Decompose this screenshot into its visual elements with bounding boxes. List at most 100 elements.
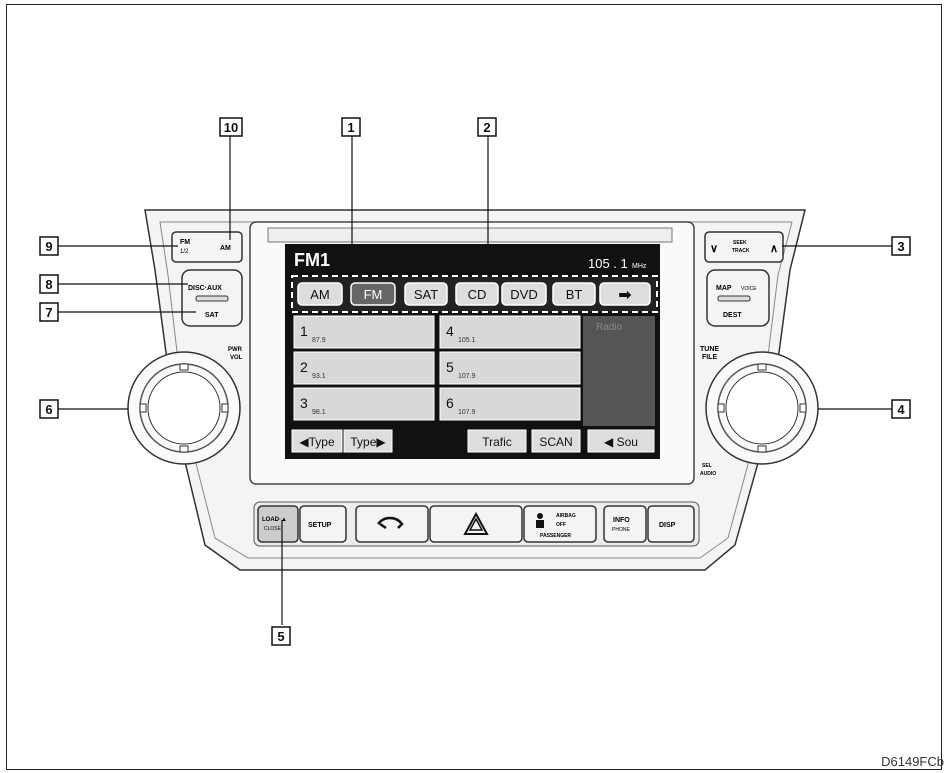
callout-10 (219, 117, 243, 137)
preset-number: 1 (300, 323, 308, 339)
tab-am[interactable] (297, 282, 343, 306)
callout-label: 9 (45, 239, 52, 254)
next-page-button[interactable] (599, 282, 651, 306)
screen-button-label: SCAN (539, 435, 572, 449)
phone-label: PHONE (612, 527, 630, 533)
voice-label: VOICE (741, 286, 757, 292)
track-label: TRACK (732, 248, 750, 254)
callout-1 (341, 117, 361, 137)
tab-dvd-label: DVD (510, 287, 537, 302)
close-label: CLOSE (264, 526, 282, 532)
callout-label: 8 (45, 277, 52, 292)
am-label: AM (220, 245, 231, 252)
file-label: FILE (702, 354, 717, 361)
figure-code: D6149FCb (881, 754, 944, 769)
map-label: MAP (716, 285, 732, 292)
tab-am-label: AM (310, 287, 330, 302)
sel-label: SEL (702, 463, 712, 469)
preset-frequency: 98.1 (312, 409, 326, 416)
dest-label: DEST (723, 312, 742, 319)
callout-7 (39, 302, 59, 322)
disp-button[interactable] (647, 505, 695, 543)
passenger-label: PASSENGER (540, 533, 571, 539)
screen-button-label: ◀Type (299, 435, 335, 449)
preset-button-5[interactable] (439, 351, 581, 385)
preset-number: 2 (300, 359, 308, 375)
hazard-button[interactable] (429, 505, 523, 543)
preset-number: 5 (446, 359, 454, 375)
recirculation-button[interactable] (355, 505, 429, 543)
load-close-button[interactable] (257, 505, 299, 543)
preset-button-6[interactable] (439, 387, 581, 421)
screen-button-3[interactable] (531, 429, 581, 453)
screen-button-2[interactable] (467, 429, 527, 453)
frequency-readout: 105 . 1 (588, 256, 628, 271)
frequency-unit: MHz (632, 263, 647, 270)
airbag-off-label: OFF (556, 522, 566, 528)
seek-label: SEEK (733, 240, 747, 246)
callout-label: 2 (483, 120, 490, 135)
preset-number: 4 (446, 323, 454, 339)
fm-am-button[interactable] (171, 231, 243, 263)
callout-8 (39, 274, 59, 294)
callout-9 (39, 236, 59, 256)
airbag-label: AIRBAG (556, 513, 576, 519)
figure-frame (6, 4, 942, 770)
tab-bt[interactable] (552, 282, 596, 306)
preset-frequency: 93.1 (312, 373, 326, 380)
tab-dvd[interactable] (501, 282, 547, 306)
tab-fm[interactable] (350, 282, 396, 306)
screen-button-label: Trafic (482, 435, 512, 449)
hazard-icon (463, 511, 489, 535)
seek-up-icon: ∧ (770, 243, 778, 255)
passenger-icon (537, 513, 543, 519)
preset-frequency: 105.1 (458, 337, 476, 344)
callout-2 (477, 117, 497, 137)
load-label: LOAD·▲ (262, 517, 287, 523)
callout-label: 1 (347, 120, 354, 135)
setup-button[interactable] (299, 505, 347, 543)
vol-label: VOL (230, 355, 243, 361)
preset-button-2[interactable] (293, 351, 435, 385)
preset-button-4[interactable] (439, 315, 581, 349)
recirculation-icon (377, 516, 404, 530)
callout-label: 3 (897, 239, 904, 254)
tab-cd-label: CD (468, 287, 487, 302)
preset-number: 3 (300, 395, 308, 411)
preset-button-1[interactable] (293, 315, 435, 349)
callout-label: 6 (45, 402, 52, 417)
band-label: FM1 (294, 250, 330, 270)
screen-button-1[interactable] (343, 429, 393, 453)
audio-label: AUDIO (700, 471, 716, 477)
side-panel (583, 316, 655, 426)
sat-label: SAT (205, 312, 219, 319)
callout-label: 7 (45, 305, 52, 320)
disp-label: DISP (659, 522, 676, 529)
tab-cd[interactable] (455, 282, 499, 306)
callout-4 (891, 399, 911, 419)
callout-label: 10 (224, 120, 238, 135)
tune-label: TUNE (700, 346, 719, 353)
disc-aux-label: DISC·AUX (188, 285, 222, 292)
callout-label: 5 (277, 629, 284, 644)
pwr-label: PWR (228, 347, 243, 353)
screen-button-4[interactable] (587, 429, 655, 453)
info-label: INFO (613, 517, 630, 524)
seek-track-button[interactable] (704, 231, 784, 263)
preset-button-3[interactable] (293, 387, 435, 421)
arrow-right-icon: ➡ (618, 285, 631, 304)
screen-button-0[interactable] (291, 429, 343, 453)
preset-frequency: 87.9 (312, 337, 326, 344)
tab-sat[interactable] (404, 282, 448, 306)
info-phone-button[interactable] (603, 505, 647, 543)
callout-label: 4 (897, 402, 905, 417)
fm-sub-label: 1/2 (180, 249, 189, 255)
setup-label: SETUP (308, 522, 332, 529)
tab-sat-label: SAT (414, 287, 438, 302)
screen-button-label: ◀ Sou (604, 435, 638, 449)
preset-frequency: 107.9 (458, 409, 476, 416)
seek-down-icon: ∨ (710, 243, 718, 255)
tab-fm-label: FM (364, 287, 383, 302)
side-panel-label: Radio (596, 322, 623, 333)
